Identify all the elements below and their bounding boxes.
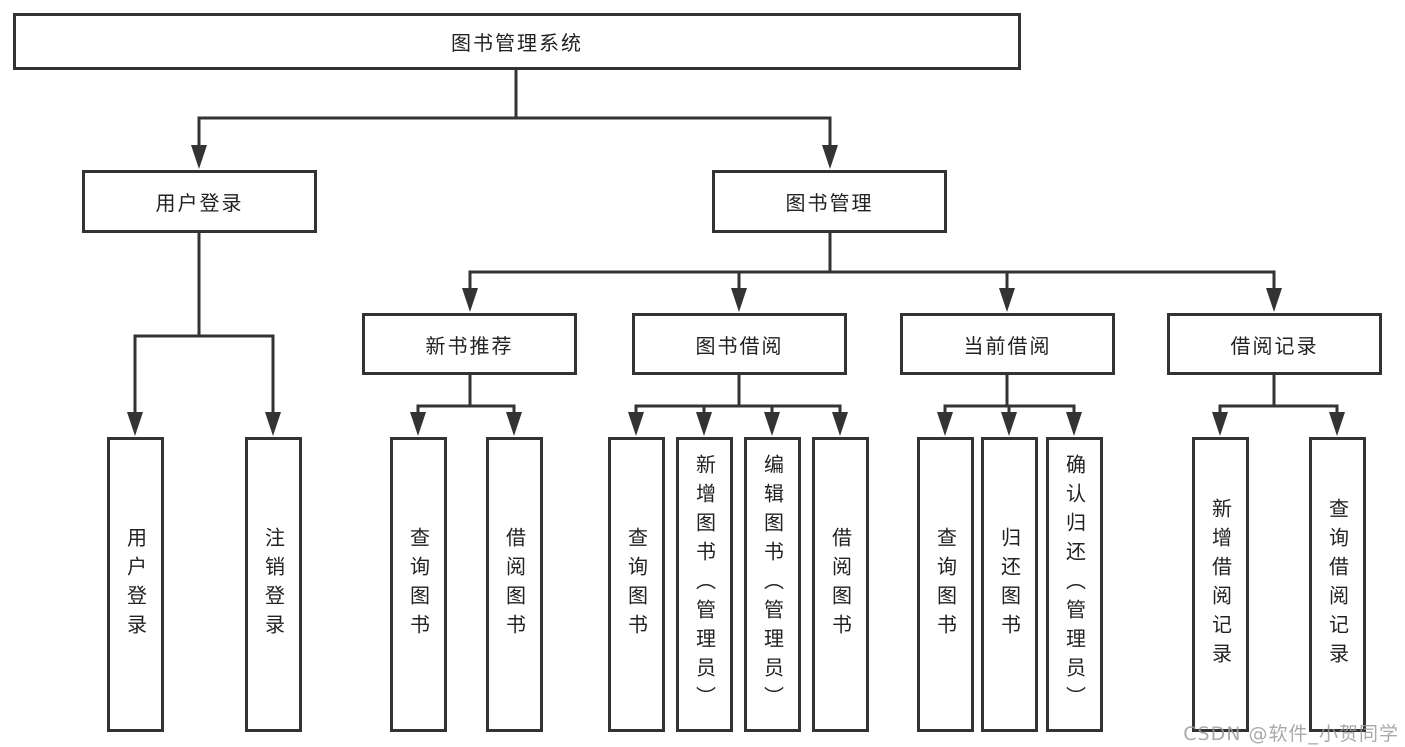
leaf-return-books-label: 归还图书	[997, 526, 1022, 643]
node-book-borrow: 图书借阅	[632, 313, 847, 375]
leaf-recommend-query-books: 查询图书	[390, 437, 447, 732]
leaf-confirm-return-admin: 确认归还（管理员）	[1046, 437, 1103, 732]
leaf-confirm-return-admin-label: 确认归还（管理员）	[1062, 454, 1087, 715]
leaf-borrow-query-books: 查询图书	[608, 437, 665, 732]
leaf-user-login-label: 用户登录	[123, 526, 148, 643]
node-new-book-recommend-label: 新书推荐	[425, 333, 514, 358]
node-book-borrow-label: 图书借阅	[695, 333, 784, 358]
node-user-login: 用户登录	[82, 170, 317, 233]
leaf-current-query-books-label: 查询图书	[933, 526, 958, 643]
leaf-add-borrow-record: 新增借阅记录	[1192, 437, 1249, 732]
node-new-book-recommend: 新书推荐	[362, 313, 577, 375]
leaf-recommend-query-books-label: 查询图书	[406, 526, 431, 643]
leaf-edit-book-admin: 编辑图书（管理员）	[744, 437, 801, 732]
node-borrow-records: 借阅记录	[1167, 313, 1382, 375]
node-borrow-records-label: 借阅记录	[1230, 333, 1319, 358]
leaf-add-borrow-record-label: 新增借阅记录	[1208, 497, 1233, 672]
leaf-user-login: 用户登录	[107, 437, 164, 732]
leaf-borrow-query-books-label: 查询图书	[624, 526, 649, 643]
node-root-label: 图书管理系统	[451, 31, 583, 55]
leaf-recommend-borrow-books: 借阅图书	[486, 437, 543, 732]
leaf-query-borrow-record: 查询借阅记录	[1309, 437, 1366, 732]
node-user-login-label: 用户登录	[155, 191, 244, 215]
leaf-recommend-borrow-books-label: 借阅图书	[502, 526, 527, 643]
node-book-management-label: 图书管理	[785, 191, 874, 215]
leaf-add-book-admin-label: 新增图书（管理员）	[692, 454, 717, 715]
leaf-edit-book-admin-label: 编辑图书（管理员）	[760, 454, 785, 715]
node-current-borrow-label: 当前借阅	[963, 333, 1052, 358]
node-book-management: 图书管理	[712, 170, 947, 233]
node-current-borrow: 当前借阅	[900, 313, 1115, 375]
leaf-current-query-books: 查询图书	[917, 437, 974, 732]
leaf-borrow-books-label: 借阅图书	[828, 526, 853, 643]
leaf-logout: 注销登录	[245, 437, 302, 732]
leaf-query-borrow-record-label: 查询借阅记录	[1325, 497, 1350, 672]
node-root-system: 图书管理系统	[13, 13, 1021, 70]
leaf-logout-label: 注销登录	[261, 526, 286, 643]
leaf-borrow-books: 借阅图书	[812, 437, 869, 732]
watermark: CSDN @软件_小贺同学	[1183, 723, 1399, 745]
leaf-add-book-admin: 新增图书（管理员）	[676, 437, 733, 732]
leaf-return-books: 归还图书	[981, 437, 1038, 732]
arrowhead-icons	[127, 145, 1345, 436]
